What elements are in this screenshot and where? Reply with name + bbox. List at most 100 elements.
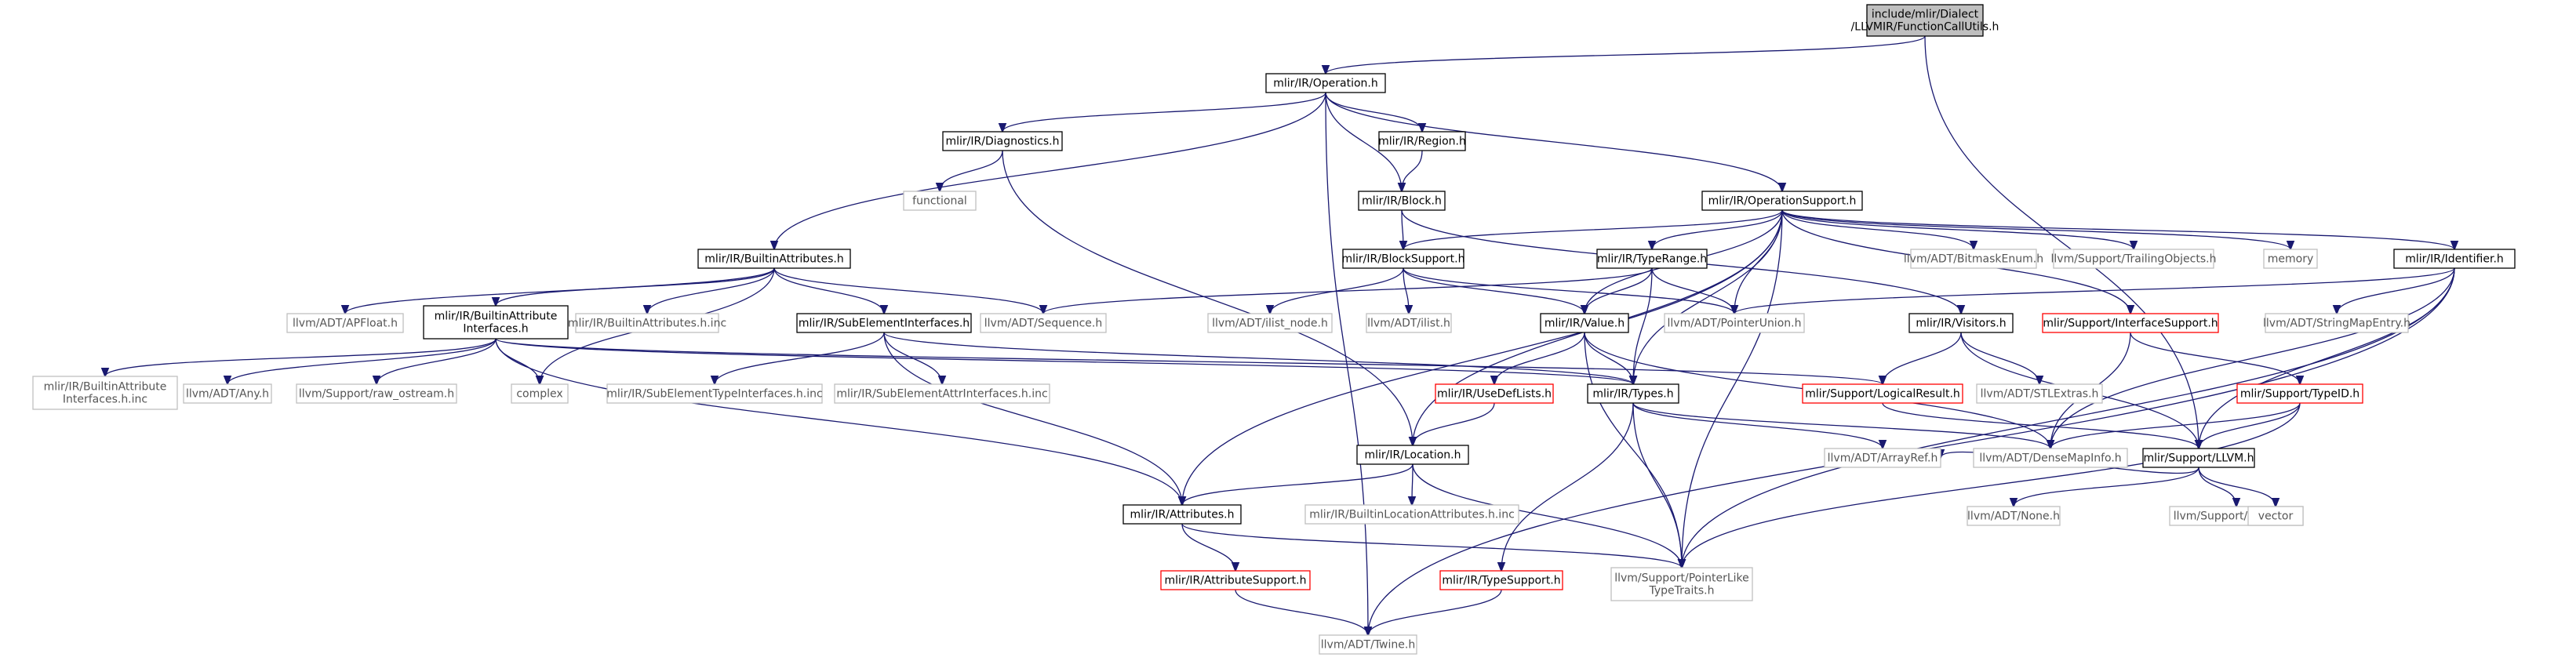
node-label: mlir/IR/BlockSupport.h [1342,253,1465,266]
node-usedeflists[interactable]: mlir/IR/UseDefLists.h [1435,383,1554,404]
node-typeid[interactable]: mlir/Support/TypeID.h [2236,383,2363,404]
node-box [942,131,1063,151]
node-box [1122,504,1242,525]
node-label: llvm/Support/TrailingObjects.h [2051,253,2217,266]
node-label: mlir/IR/Diagnostics.h [945,136,1059,148]
edge-location-to-ptrliketraits [1412,463,1682,568]
node-typesupport[interactable]: mlir/IR/TypeSupport.h [1439,570,1563,590]
node-label: mlir/IR/BuiltinLocationAttributes.h.inc [1309,509,1515,521]
node-label: llvm/ADT/STLExtras.h [1981,388,2099,401]
edge-builtinattrif-to-logicalresult [495,338,1883,384]
edge-typeid-to-llvmh [2199,402,2301,449]
node-label: mlir/Support/LogicalResult.h [1805,388,1960,401]
node-label: mlir/IR/Attributes.h [1130,509,1235,521]
node-ilistnode: llvm/ADT/ilist_node.h [1207,313,1333,333]
node-types[interactable]: mlir/IR/Types.h [1587,383,1679,404]
node-rawostream: llvm/Support/raw_ostream.h [296,383,457,404]
edge-location-to-attributes [1182,463,1414,505]
edge-typeid-to-ptrliketraits [1682,402,2301,568]
node-visitors[interactable]: mlir/IR/Visitors.h [1908,313,2014,333]
node-typerange[interactable]: mlir/IR/TypeRange.h [1596,249,1708,269]
edge-identifier-to-ptrliketraits [1682,267,2455,568]
node-label: mlir/IR/UseDefLists.h [1437,388,1552,401]
node-box [1908,313,2014,333]
node-box [1378,131,1466,151]
edge-attributes-to-ptrliketraits [1181,523,1682,568]
edge-types-to-arrayref [1632,402,1883,449]
node-none: llvm/ADT/None.h [1967,506,2061,526]
node-blocksupport[interactable]: mlir/IR/BlockSupport.h [1342,249,1465,269]
node-attrsupport[interactable]: mlir/IR/AttributeSupport.h [1160,570,1311,590]
node-box [2265,313,2409,333]
edge-operation-to-region [1325,92,1422,132]
edge-blocksupport-to-ilist [1403,267,1409,314]
node-box [1265,73,1386,93]
node-box [1207,313,1333,333]
node-label: include/mlir/Dialect [1872,9,1979,21]
edge-typerange-to-value [1585,267,1653,314]
node-label: llvm/ADT/StringMapEntry.h [2263,318,2410,330]
node-box [1540,313,1629,333]
node-builtinattrs[interactable]: mlir/IR/BuiltinAttributes.h [697,249,851,269]
node-label: mlir/IR/SubElementAttrInterfaces.h.inc [836,388,1047,401]
edge-builtinattrif-to-builtinattrifinc [105,338,497,376]
node-label: mlir/IR/TypeRange.h [1597,253,1707,266]
node-logicalresult[interactable]: mlir/Support/LogicalResult.h [1802,383,1963,404]
node-opsupport[interactable]: mlir/IR/OperationSupport.h [1701,191,1863,211]
node-region[interactable]: mlir/IR/Region.h [1378,131,1466,151]
node-block[interactable]: mlir/IR/Block.h [1358,191,1446,211]
node-attributes[interactable]: mlir/IR/Attributes.h [1122,504,1242,525]
node-label: mlir/Support/TypeID.h [2240,388,2360,401]
edge-operation-to-builtinattrs [774,92,1326,249]
edge-typerange-to-types [1633,267,1653,384]
node-box [1160,570,1311,590]
node-root[interactable]: include/mlir/Dialect/LLVMIR/FunctionCall… [1851,4,1999,37]
node-llvmh[interactable]: mlir/Support/LLVM.h [2142,448,2255,468]
node-identifier[interactable]: mlir/IR/Identifier.h [2393,249,2516,269]
node-label: mlir/IR/Location.h [1365,449,1461,462]
node-box [1967,506,2061,526]
node-ptrunion: llvm/ADT/PointerUnion.h [1664,313,1805,333]
edge-opsupport-to-trailing [1781,209,2134,249]
node-label: mlir/IR/SubElementTypeInterfaces.h.inc [606,388,822,401]
edge-location-to-builtinlocinc [1412,463,1413,505]
node-label: mlir/IR/AttributeSupport.h [1165,575,1307,587]
edge-usedeflists-to-location [1413,402,1495,445]
edge-opsupport-to-memory [1781,209,2290,249]
node-diagnostics[interactable]: mlir/IR/Diagnostics.h [942,131,1063,151]
node-label: mlir/IR/BuiltinAttribute [435,311,558,323]
node-label: llvm/ADT/Twine.h [1321,639,1415,652]
edge-opsupport-to-identifier [1781,209,2454,249]
edge-opsupport-to-bitmask [1781,209,1974,249]
node-label: mlir/IR/Value.h [1545,318,1625,330]
edge-llvmh-to-none [2014,467,2199,507]
node-operation[interactable]: mlir/IR/Operation.h [1265,73,1386,93]
node-location[interactable]: mlir/IR/Location.h [1356,445,1469,465]
node-label: mlir/IR/Region.h [1378,136,1466,148]
node-value[interactable]: mlir/IR/Value.h [1540,313,1629,333]
edge-builtinattrif-to-attributes [495,338,1182,505]
edge-builtinattrif-to-rawostream [377,338,497,384]
node-box [2053,249,2214,269]
node-label: mlir/IR/Visitors.h [1916,318,2006,330]
edge-visitors-to-logicalresult [1883,332,1962,384]
node-ifsupport[interactable]: mlir/Support/InterfaceSupport.h [2042,313,2219,333]
edge-llvmh-to-vector [2198,467,2276,507]
node-label: memory [2268,253,2314,266]
node-box [1824,448,1941,468]
node-label: mlir/IR/TypeSupport.h [1442,575,1560,587]
edge-block-to-blocksupport [1402,209,1403,249]
node-label: mlir/Support/InterfaceSupport.h [2043,318,2218,330]
node-label: llvm/ADT/Sequence.h [984,318,1102,330]
edge-opsupport-to-types [1633,209,1783,384]
node-subelemtypeinc: mlir/IR/SubElementTypeInterfaces.h.inc [606,383,823,404]
node-subelemif[interactable]: mlir/IR/SubElementInterfaces.h [796,313,972,333]
edge-builtinattrs-to-builtinattrif [496,267,775,306]
edge-builtinattrs-to-sequence [773,267,1043,314]
edge-operation-to-opsupport [1325,92,1782,191]
node-bitmask: llvm/ADT/BitmaskEnum.h [1904,249,2043,269]
edge-attributes-to-attrsupport [1181,523,1235,571]
